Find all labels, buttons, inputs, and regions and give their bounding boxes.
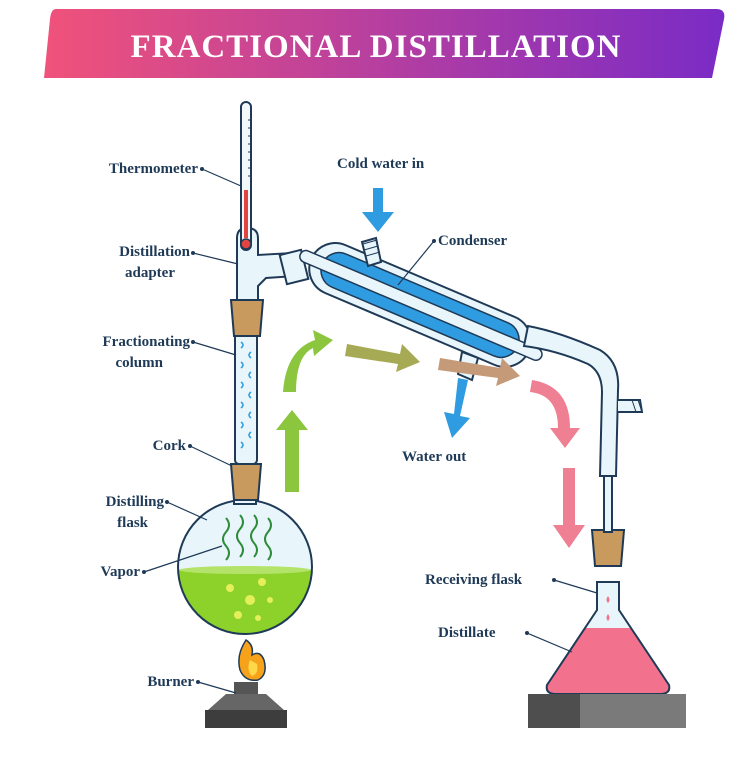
- label-vapor-text: Vapor: [101, 564, 141, 580]
- label-receiving-flask-text: Receiving flask: [425, 572, 523, 588]
- label-water-out: Water out: [402, 449, 466, 465]
- receiving-flask: [545, 475, 671, 695]
- label-column-line2: column: [115, 355, 163, 371]
- label-burner-text: Burner: [147, 674, 194, 690]
- label-condenser: Condenser: [397, 233, 508, 286]
- condenser: [299, 236, 644, 477]
- receiver-adapter: [522, 324, 620, 477]
- vapor-waves: [222, 514, 272, 561]
- cork-upper: [229, 299, 265, 337]
- label-vapor: Vapor: [101, 545, 223, 580]
- label-distillate-text: Distillate: [438, 625, 496, 641]
- label-receiving-flask: Receiving flask: [425, 572, 598, 594]
- label-cold-water-in: Cold water in: [337, 156, 425, 172]
- label-burner: Burner: [147, 674, 237, 694]
- label-thermometer: Thermometer: [109, 161, 242, 187]
- label-distillation-adapter: Distillation adapter: [119, 244, 239, 281]
- label-column-line1: Fractionating: [103, 334, 191, 350]
- label-adapter-line2: adapter: [125, 265, 175, 281]
- label-adapter-line1: Distillation: [119, 244, 190, 260]
- label-water-out-text: Water out: [402, 449, 466, 465]
- thermometer: [240, 101, 252, 251]
- fractionating-column: [234, 329, 258, 465]
- burner: [205, 638, 287, 728]
- flow-arrows: [276, 188, 585, 548]
- water-inlet: [360, 236, 383, 268]
- label-flask-line2: flask: [117, 515, 149, 531]
- label-fractionating-column: Fractionating column: [103, 334, 237, 371]
- label-thermometer-text: Thermometer: [109, 161, 198, 177]
- label-condenser-text: Condenser: [438, 233, 508, 249]
- title-banner: FRACTIONAL DISTILLATION: [44, 9, 725, 78]
- page-title: FRACTIONAL DISTILLATION: [131, 29, 622, 65]
- label-distilling-flask: Distilling flask: [106, 494, 208, 531]
- label-flask-line1: Distilling: [106, 494, 165, 510]
- cork-lower: [229, 463, 263, 501]
- label-cork: Cork: [153, 438, 233, 467]
- label-cold-water-text: Cold water in: [337, 156, 425, 172]
- label-cork-text: Cork: [153, 438, 187, 454]
- stand: [528, 694, 686, 728]
- label-distillate: Distillate: [438, 625, 573, 653]
